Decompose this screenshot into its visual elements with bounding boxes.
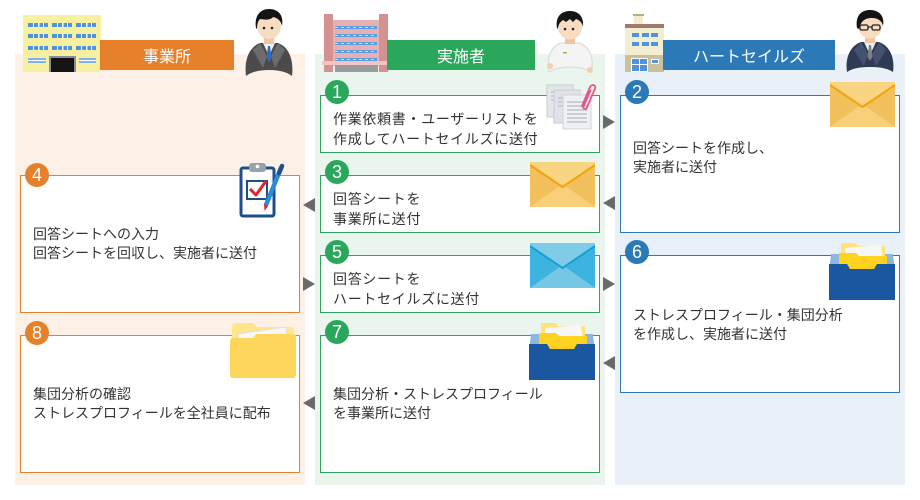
flow-arrow-2-to-3 (603, 196, 615, 210)
step-3-number-badge: 3 (325, 160, 349, 184)
step-4-text-line-2: 回答シートを回収し、実施者に送付 (33, 245, 257, 261)
step-6-text-line-1: ストレスプロフィール・集団分析 (633, 307, 843, 323)
step-5-number-badge: 5 (325, 240, 349, 264)
step-7-text: 集団分析・ストレスプロフィール を事業所に送付 (333, 385, 543, 423)
step-2-text: 回答シートを作成し、 実施者に送付 (633, 139, 773, 177)
step-1-text: 作業依頼書・ユーザーリストを 作成してハートセイルズに送付 (333, 109, 539, 149)
step-8-text-line-1: 集団分析の確認 (33, 386, 131, 402)
step-6-text-line-2: を作成し、実施者に送付 (633, 326, 787, 342)
step-1-text-line-1: 作業依頼書・ユーザーリストを (333, 111, 539, 127)
lane-header-heartsails: ハートセイルズ (663, 40, 835, 70)
step-2-text-line-1: 回答シートを作成し、 (633, 140, 773, 156)
step-5-number: 5 (331, 242, 342, 262)
step-card-6: ストレスプロフィール・集団分析 を作成し、実施者に送付 (620, 255, 900, 393)
step-3-text-line-1: 回答シートを (333, 191, 422, 207)
step-1-number: 1 (331, 82, 342, 102)
step-8-text-line-2: ストレスプロフィールを全社員に配布 (33, 405, 271, 421)
envelope-blue-icon (530, 243, 595, 288)
businessman-glasses-icon (846, 10, 894, 72)
step-5-text: 回答シートを ハートセイルズに送付 (333, 269, 480, 309)
lane-header-provider: 実施者 (387, 40, 535, 70)
step-1-number-badge: 1 (325, 80, 349, 104)
businessman-icon (245, 9, 293, 76)
lane-header-provider-label: 実施者 (436, 49, 485, 66)
step-1-text-line-2: 作成してハートセイルズに送付 (333, 131, 539, 147)
step-5-text-line-1: 回答シートを (333, 271, 422, 287)
flow-arrow-5-to-6 (603, 277, 615, 291)
step-4-text: 回答シートへの入力 回答シートを回収し、実施者に送付 (33, 225, 257, 263)
flow-arrow-6-to-7 (603, 356, 615, 370)
flow-arrow-3-to-4 (303, 198, 315, 212)
office-building-icon (23, 15, 101, 72)
company-building-icon (625, 14, 664, 72)
hospital-building-icon (322, 14, 392, 72)
step-7-number: 7 (331, 322, 342, 342)
step-2-number: 2 (631, 82, 642, 102)
step-2-number-badge: 2 (625, 80, 649, 104)
step-7-text-line-1: 集団分析・ストレスプロフィール (333, 386, 543, 402)
step-7-text-line-2: を事業所に送付 (333, 405, 431, 421)
step-card-1: 作業依頼書・ユーザーリストを 作成してハートセイルズに送付 (320, 95, 600, 153)
step-2-text-line-2: 実施者に送付 (633, 159, 717, 175)
envelope-yellow-icon (830, 82, 895, 127)
flow-arrow-1-to-2 (603, 115, 615, 129)
folder-icon (230, 323, 296, 378)
flow-arrow-4-to-5 (303, 277, 315, 291)
step-4-number: 4 (31, 165, 42, 185)
step-7-number-badge: 7 (325, 320, 349, 344)
step-8-number-badge: 8 (25, 321, 49, 345)
file-box-icon (829, 243, 895, 300)
clipboard-checklist-icon (239, 163, 285, 218)
step-3-number: 3 (331, 162, 342, 182)
step-6-number: 6 (631, 242, 642, 262)
flow-arrow-7-to-8 (303, 396, 315, 410)
step-3-text: 回答シートを 事業所に送付 (333, 189, 421, 229)
step-8-text: 集団分析の確認 ストレスプロフィールを全社員に配布 (33, 385, 271, 423)
lane-header-office-label: 事業所 (142, 49, 191, 66)
step-5-text-line-2: ハートセイルズに送付 (333, 291, 480, 307)
step-4-number-badge: 4 (25, 163, 49, 187)
step-3-text-line-2: 事業所に送付 (333, 211, 422, 227)
step-6-text: ストレスプロフィール・集団分析 を作成し、実施者に送付 (633, 306, 843, 344)
lane-header-office: 事業所 (100, 40, 234, 70)
medical-staff-icon (547, 11, 593, 73)
documents-paperclip-icon (546, 84, 597, 130)
step-6-number-badge: 6 (625, 240, 649, 264)
step-4-text-line-1: 回答シートへの入力 (33, 226, 159, 242)
lane-header-heartsails-label: ハートセイルズ (692, 49, 805, 66)
file-box-icon (529, 323, 595, 380)
step-card-8: 集団分析の確認 ストレスプロフィールを全社員に配布 (20, 335, 300, 473)
envelope-yellow-icon (530, 162, 595, 207)
step-8-number: 8 (31, 323, 42, 343)
